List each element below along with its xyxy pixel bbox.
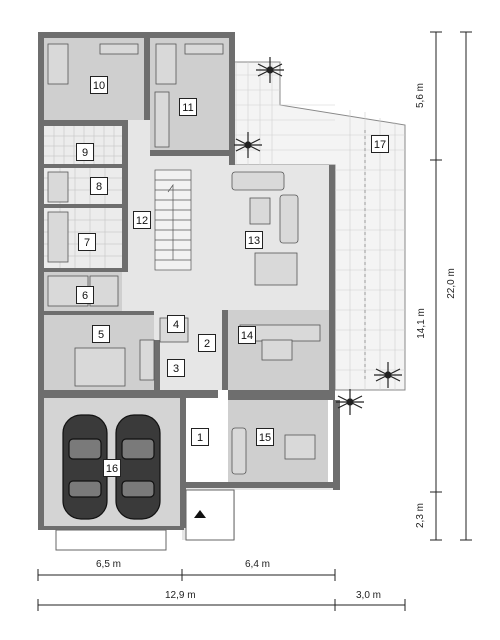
dim-right-top: 5,6 m (415, 82, 427, 109)
room-label-16: 16 (103, 459, 121, 477)
dimension-lines (37, 31, 472, 611)
room-label-5: 5 (92, 325, 110, 343)
dim-right-bottom: 2,3 m (415, 502, 427, 529)
room-label-2: 2 (198, 334, 216, 352)
dim-bottom-right: 6,4 m (245, 559, 271, 570)
room-label-15: 15 (256, 428, 274, 446)
staircase (154, 169, 192, 271)
room-label-7: 7 (78, 233, 96, 251)
car-icon (62, 414, 161, 520)
room-label-1: 1 (191, 428, 209, 446)
room-label-12: 12 (133, 211, 151, 229)
terrace (225, 61, 406, 391)
palm-plant-icon (234, 57, 402, 415)
room-label-6: 6 (76, 286, 94, 304)
dim-total-width: 12,9 m (165, 590, 196, 601)
room-label-10: 10 (90, 76, 108, 94)
dim-terrace-width: 3,0 m (356, 590, 382, 601)
entrance-arrow-icon (194, 510, 206, 518)
room-label-17: 17 (371, 135, 389, 153)
dim-bottom-left: 6,5 m (96, 559, 122, 570)
room-label-11: 11 (179, 98, 197, 116)
dim-right-mid: 14,1 m (415, 308, 427, 339)
room-label-13: 13 (245, 231, 263, 249)
entrance-steps (185, 489, 235, 541)
room-label-14: 14 (238, 326, 256, 344)
dim-total-depth: 22,0 m (445, 268, 457, 299)
driveway (55, 529, 167, 551)
furniture (47, 43, 321, 475)
room-label-8: 8 (90, 177, 108, 195)
room-label-9: 9 (76, 143, 94, 161)
room-label-3: 3 (167, 359, 185, 377)
room-label-4: 4 (167, 315, 185, 333)
